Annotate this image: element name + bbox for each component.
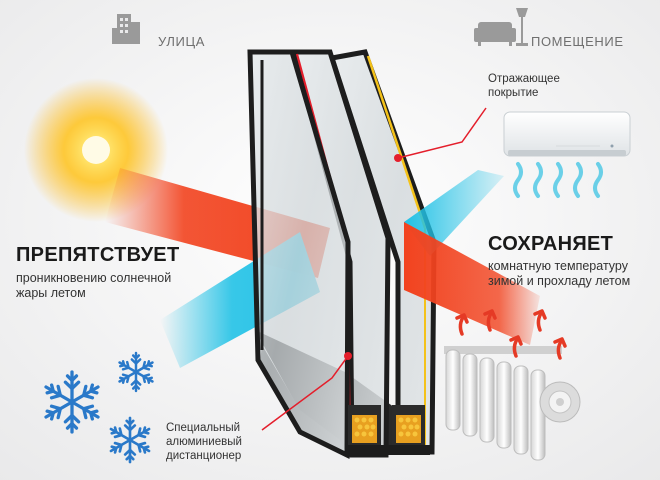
blocks-description-line: проникновению солнечной — [16, 271, 172, 285]
spacer-note-line: дистанционер — [166, 450, 242, 462]
heat-arrow-icon — [455, 309, 567, 360]
air-conditioner-icon — [503, 111, 631, 157]
coating-note: Отражающее покрытие — [488, 72, 560, 100]
spacer-note-line: Специальный — [166, 422, 241, 434]
spacer-note: Специальный алюминиевый дистанционер — [166, 421, 242, 463]
aluminum-spacer-left — [348, 405, 381, 447]
city-buildings-icon — [112, 14, 140, 44]
blocks-description-line: жары летом — [16, 286, 86, 300]
glass-pane-room — [328, 49, 437, 455]
keeps-description-line: комнатную температуру — [488, 259, 628, 273]
radiator-icon — [444, 346, 581, 461]
aluminum-spacer-right — [392, 405, 425, 447]
sofa-lamp-icon — [474, 8, 528, 46]
cool-airflow — [513, 162, 603, 198]
spacer-note-line: алюминиевый — [166, 436, 242, 448]
yellow-coating-line — [366, 55, 427, 229]
blocks-description: проникновению солнечной жары летом — [16, 271, 171, 301]
room-label: ПОМЕЩЕНИЕ — [531, 34, 624, 49]
coating-note-line: Отражающее — [488, 73, 560, 85]
coating-note-line: покрытие — [488, 87, 539, 99]
cold-ray-inside — [404, 170, 504, 256]
heat-ray-inside — [404, 222, 540, 345]
keeps-description-line: зимой и прохладу летом — [488, 274, 631, 288]
window-unit — [247, 49, 437, 459]
spacer-callout-line — [261, 355, 349, 431]
keeps-heading: СОХРАНЯЕТ — [488, 233, 614, 255]
keeps-description: комнатную температуру зимой и прохладу л… — [488, 259, 630, 289]
coating-callout-line — [397, 107, 487, 159]
blocks-heading: ПРЕПЯТСТВУЕТ — [16, 244, 180, 266]
street-label: УЛИЦА — [158, 34, 205, 49]
